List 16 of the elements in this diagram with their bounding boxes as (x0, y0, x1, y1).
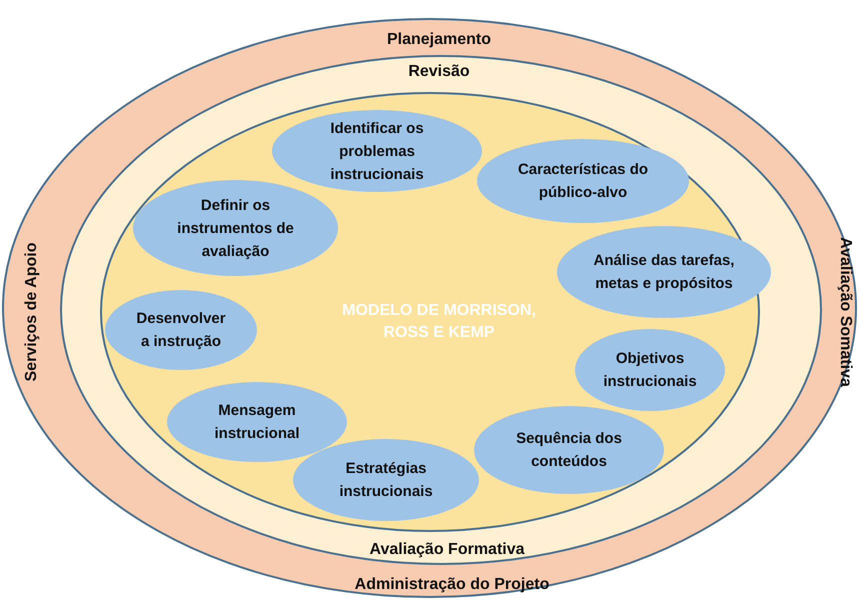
ring-label: Avaliação Somativa (836, 237, 855, 387)
ring-label: Administração do Projeto (354, 575, 550, 595)
ring-label: Avaliação Formativa (369, 540, 525, 560)
ring-label: Planejamento (386, 30, 492, 50)
step-label: Características do público-alvo (516, 160, 650, 203)
step-label: Sequência dos conteúdos (515, 429, 623, 472)
model-title: MODELO DE MORRISON, ROSS E KEMP (341, 301, 537, 343)
step-label: Objetivos instrucionais (603, 349, 697, 392)
step-label: Identificar os problemas instrucionais (329, 118, 425, 184)
step-label: Análise das tarefas, metas e propósitos (592, 251, 736, 294)
ring-label: Revisão (408, 62, 470, 82)
step-label: Definir os instrumentos de avaliação (176, 196, 295, 262)
step-label: Mensagem instrucional (213, 401, 300, 444)
ring-label: Serviços de Apoio (22, 242, 41, 382)
step-label: Estratégias instrucionais (338, 459, 434, 502)
step-label: Desenvolver a instrução (135, 309, 227, 352)
